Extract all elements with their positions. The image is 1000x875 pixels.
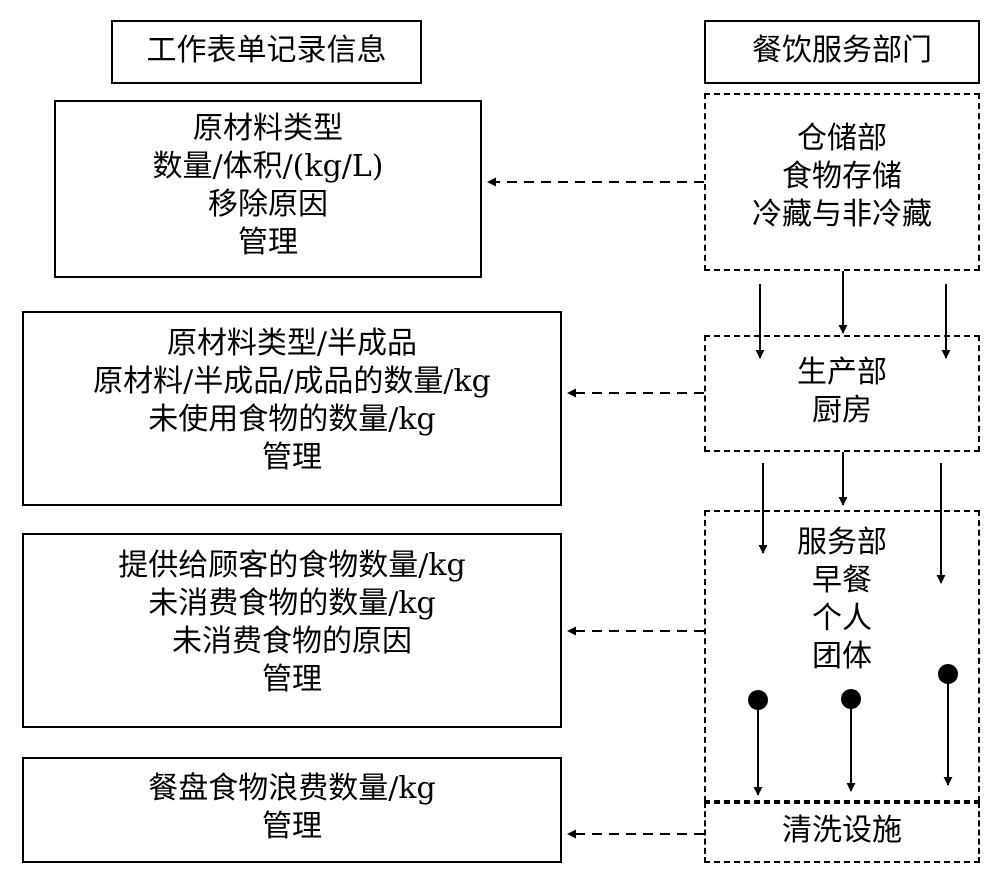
production-dept-box — [704, 335, 980, 452]
service-record-text: 提供给顾客的食物数量/kg 未消费食物的数量/kg 未消费食物的原因 管理 — [22, 547, 562, 699]
storage-record-box — [54, 100, 482, 278]
flow-start-dot — [748, 690, 768, 710]
washing-dept-label: 清洗设施 — [782, 813, 902, 848]
service-record-line: 管理 — [262, 662, 322, 697]
storage-record-line: 移除原因 — [208, 187, 328, 222]
right-header-box — [704, 20, 980, 84]
storage-dept-line: 食物存储 — [782, 159, 902, 194]
right-header-title: 餐饮服务部门 — [704, 32, 980, 70]
washing-record-line: 餐盘食物浪费数量/kg — [148, 771, 436, 806]
service-record-line: 未消费食物的原因 — [172, 624, 412, 659]
service-dept-box — [704, 510, 980, 802]
service-record-box — [22, 533, 562, 728]
service-dept-line: 个人 — [812, 601, 872, 636]
right-header-text: 餐饮服务部门 — [752, 33, 932, 68]
flow-start-dot — [841, 689, 861, 709]
production-dept-text: 生产部 厨房 — [704, 354, 980, 430]
washing-dept-text: 清洗设施 — [704, 812, 980, 850]
production-record-line: 未使用食物的数量/kg — [148, 402, 436, 437]
storage-record-text: 原材料类型 数量/体积/(kg/L) 移除原因 管理 — [54, 110, 482, 262]
left-header-title: 工作表单记录信息 — [111, 32, 422, 70]
storage-dept-line: 仓储部 — [797, 121, 887, 156]
storage-record-line: 管理 — [238, 225, 298, 260]
washing-dept-box — [704, 802, 980, 863]
storage-dept-line: 冷藏与非冷藏 — [752, 197, 932, 232]
service-record-line: 未消费食物的数量/kg — [148, 586, 436, 621]
production-record-box — [22, 311, 562, 506]
production-record-line: 原材料/半成品/成品的数量/kg — [93, 364, 491, 399]
production-dept-line: 厨房 — [812, 393, 872, 428]
production-record-line: 原材料类型/半成品 — [166, 326, 418, 361]
storage-record-line: 原材料类型 — [193, 111, 343, 146]
production-record-text: 原材料类型/半成品 原材料/半成品/成品的数量/kg 未使用食物的数量/kg 管… — [22, 325, 562, 477]
washing-record-text: 餐盘食物浪费数量/kg 管理 — [22, 770, 562, 846]
service-dept-line: 服务部 — [797, 525, 887, 560]
service-dept-line: 团体 — [812, 639, 872, 674]
storage-dept-box — [704, 93, 980, 271]
service-dept-text: 服务部 早餐 个人 团体 — [704, 524, 980, 676]
storage-record-line: 数量/体积/(kg/L) — [152, 149, 384, 184]
washing-record-line: 管理 — [262, 809, 322, 844]
service-dept-line: 早餐 — [812, 563, 872, 598]
washing-record-box — [22, 757, 562, 863]
production-dept-line: 生产部 — [797, 355, 887, 390]
flow-start-dot — [938, 664, 958, 684]
storage-dept-text: 仓储部 食物存储 冷藏与非冷藏 — [704, 120, 980, 234]
service-record-line: 提供给顾客的食物数量/kg — [118, 548, 466, 583]
production-record-line: 管理 — [262, 440, 322, 475]
left-header-text: 工作表单记录信息 — [146, 33, 387, 68]
left-header-box — [111, 20, 422, 84]
